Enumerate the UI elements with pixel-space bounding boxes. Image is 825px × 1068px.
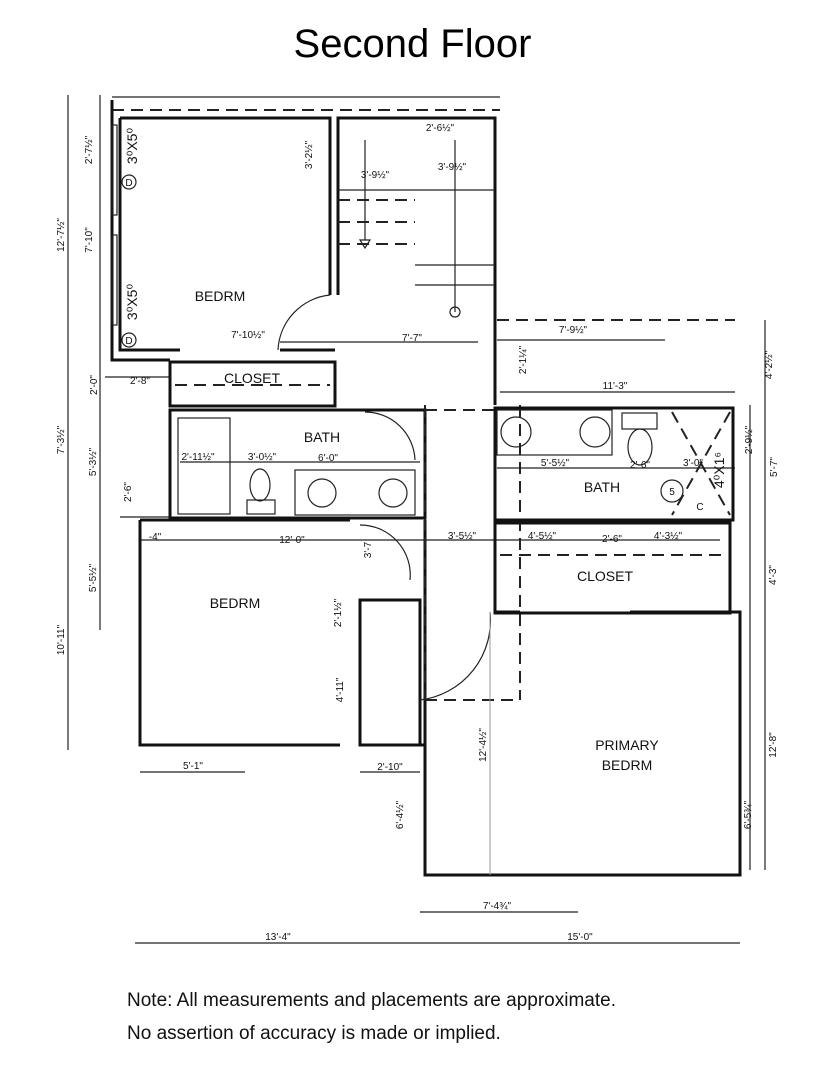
- window-type-tag-1: D: [125, 178, 132, 189]
- dimension-label: 2'-8": [130, 376, 150, 387]
- note-line-2: No assertion of accuracy is made or impl…: [127, 1023, 501, 1044]
- dimension-label: 6'-4½": [395, 800, 406, 829]
- dimension-label: 12'-4½": [478, 728, 489, 762]
- dimension-label: 5'-3½": [88, 447, 99, 476]
- dimension-label: 7'-10": [84, 227, 95, 253]
- dimension-label: 3'-9½": [438, 162, 467, 173]
- dimension-label: 7'-10½": [231, 330, 265, 341]
- window-type-tag-2: D: [125, 336, 132, 347]
- dimension-label: 3'-0": [683, 458, 703, 469]
- dimension-label: 2'-1¼": [517, 345, 529, 374]
- dimension-label: 5'-7": [769, 457, 780, 477]
- window-size-2: 3⁰X5⁰: [124, 284, 140, 321]
- dimension-label: 2'-1½": [333, 598, 344, 627]
- room-label-bath-left: BATH: [304, 429, 340, 445]
- dimension-label: 7'-9½": [559, 325, 588, 336]
- room-label-closet-top: CLOSET: [224, 370, 280, 386]
- dimension-label: 6'-5¾": [743, 800, 754, 829]
- dimension-label: 4'-11": [335, 677, 346, 702]
- dimension-label: 2'-0": [89, 375, 100, 395]
- page-title: Second Floor: [293, 22, 532, 66]
- room-label-bedrm-left: BEDRM: [210, 595, 261, 611]
- note-line-1: Note: All measurements and placements ar…: [127, 990, 616, 1011]
- window-tag-2: 3⁰X5⁰ D: [121, 284, 140, 348]
- room-label-closet-right: CLOSET: [577, 568, 633, 584]
- dimension-label: -4": [149, 532, 162, 543]
- dimension-label: 2'-6": [602, 534, 622, 545]
- dimension-label: 3'-7: [363, 541, 374, 558]
- dimension-lines: [67, 95, 766, 944]
- dimension-label: 2'-11½": [181, 452, 215, 463]
- shower-c-tag: C: [696, 502, 703, 513]
- dimension-label: 3'-2½": [304, 140, 315, 169]
- dimension-label: 2'-7½": [84, 135, 95, 164]
- dimension-label: 7'-3½": [56, 425, 67, 454]
- dimension-label: 3'-9½": [361, 170, 390, 181]
- shower-size: 4⁰X1⁶: [711, 452, 727, 488]
- dimension-label: 4'-5½": [528, 531, 557, 542]
- dimension-label: 13'-4": [265, 932, 291, 943]
- dimension-label: 7'-7": [402, 333, 422, 344]
- dimension-label: 12'-0": [279, 535, 305, 546]
- dimension-label: 2'-6": [123, 482, 134, 502]
- dimension-label: 11'-3": [603, 381, 628, 392]
- dimension-labels: 2'-7½" 12'-7½" 7'-10" 3'-2½" 2'-6½" 3'-9…: [56, 123, 780, 943]
- dimension-label: 4'-3½": [654, 531, 683, 542]
- dimension-label: 5'-5½": [541, 458, 570, 469]
- dimension-label: 5'-5½": [88, 563, 99, 592]
- dimension-label: 3'-0½": [248, 452, 277, 463]
- dimension-label: 12'-8": [768, 732, 779, 758]
- dimension-label: 12'-7½": [56, 218, 67, 252]
- dimension-label: 10'-11": [56, 624, 67, 655]
- dimension-label: 3'-5½": [448, 531, 477, 542]
- dimension-label: 5'-1": [183, 761, 203, 772]
- dimension-label: 2'-6½": [426, 123, 455, 134]
- window-size-1: 3⁰X5⁰: [124, 128, 140, 165]
- dimension-label: 4'-2½": [764, 350, 775, 379]
- room-label-bath-right: BATH: [584, 479, 620, 495]
- room-label-bedrm-top: BEDRM: [195, 288, 246, 304]
- window-tag-1: 3⁰X5⁰ D: [121, 128, 140, 190]
- dimension-label: 2'-9½": [744, 425, 755, 454]
- dimension-label: 15'-0": [567, 932, 593, 943]
- dimension-label: 6'-0": [318, 453, 338, 464]
- dimension-label: 7'-4¾": [483, 901, 512, 912]
- walls: [110, 100, 742, 877]
- room-label-primary-bedrm: BEDRM: [602, 757, 653, 773]
- dimension-label: 2'-10": [377, 762, 403, 773]
- dimension-label: 4'-3": [768, 565, 779, 585]
- room-label-primary: PRIMARY: [595, 737, 659, 753]
- shower-tag: 5: [669, 487, 675, 498]
- dimension-label: 2'-6": [630, 460, 650, 471]
